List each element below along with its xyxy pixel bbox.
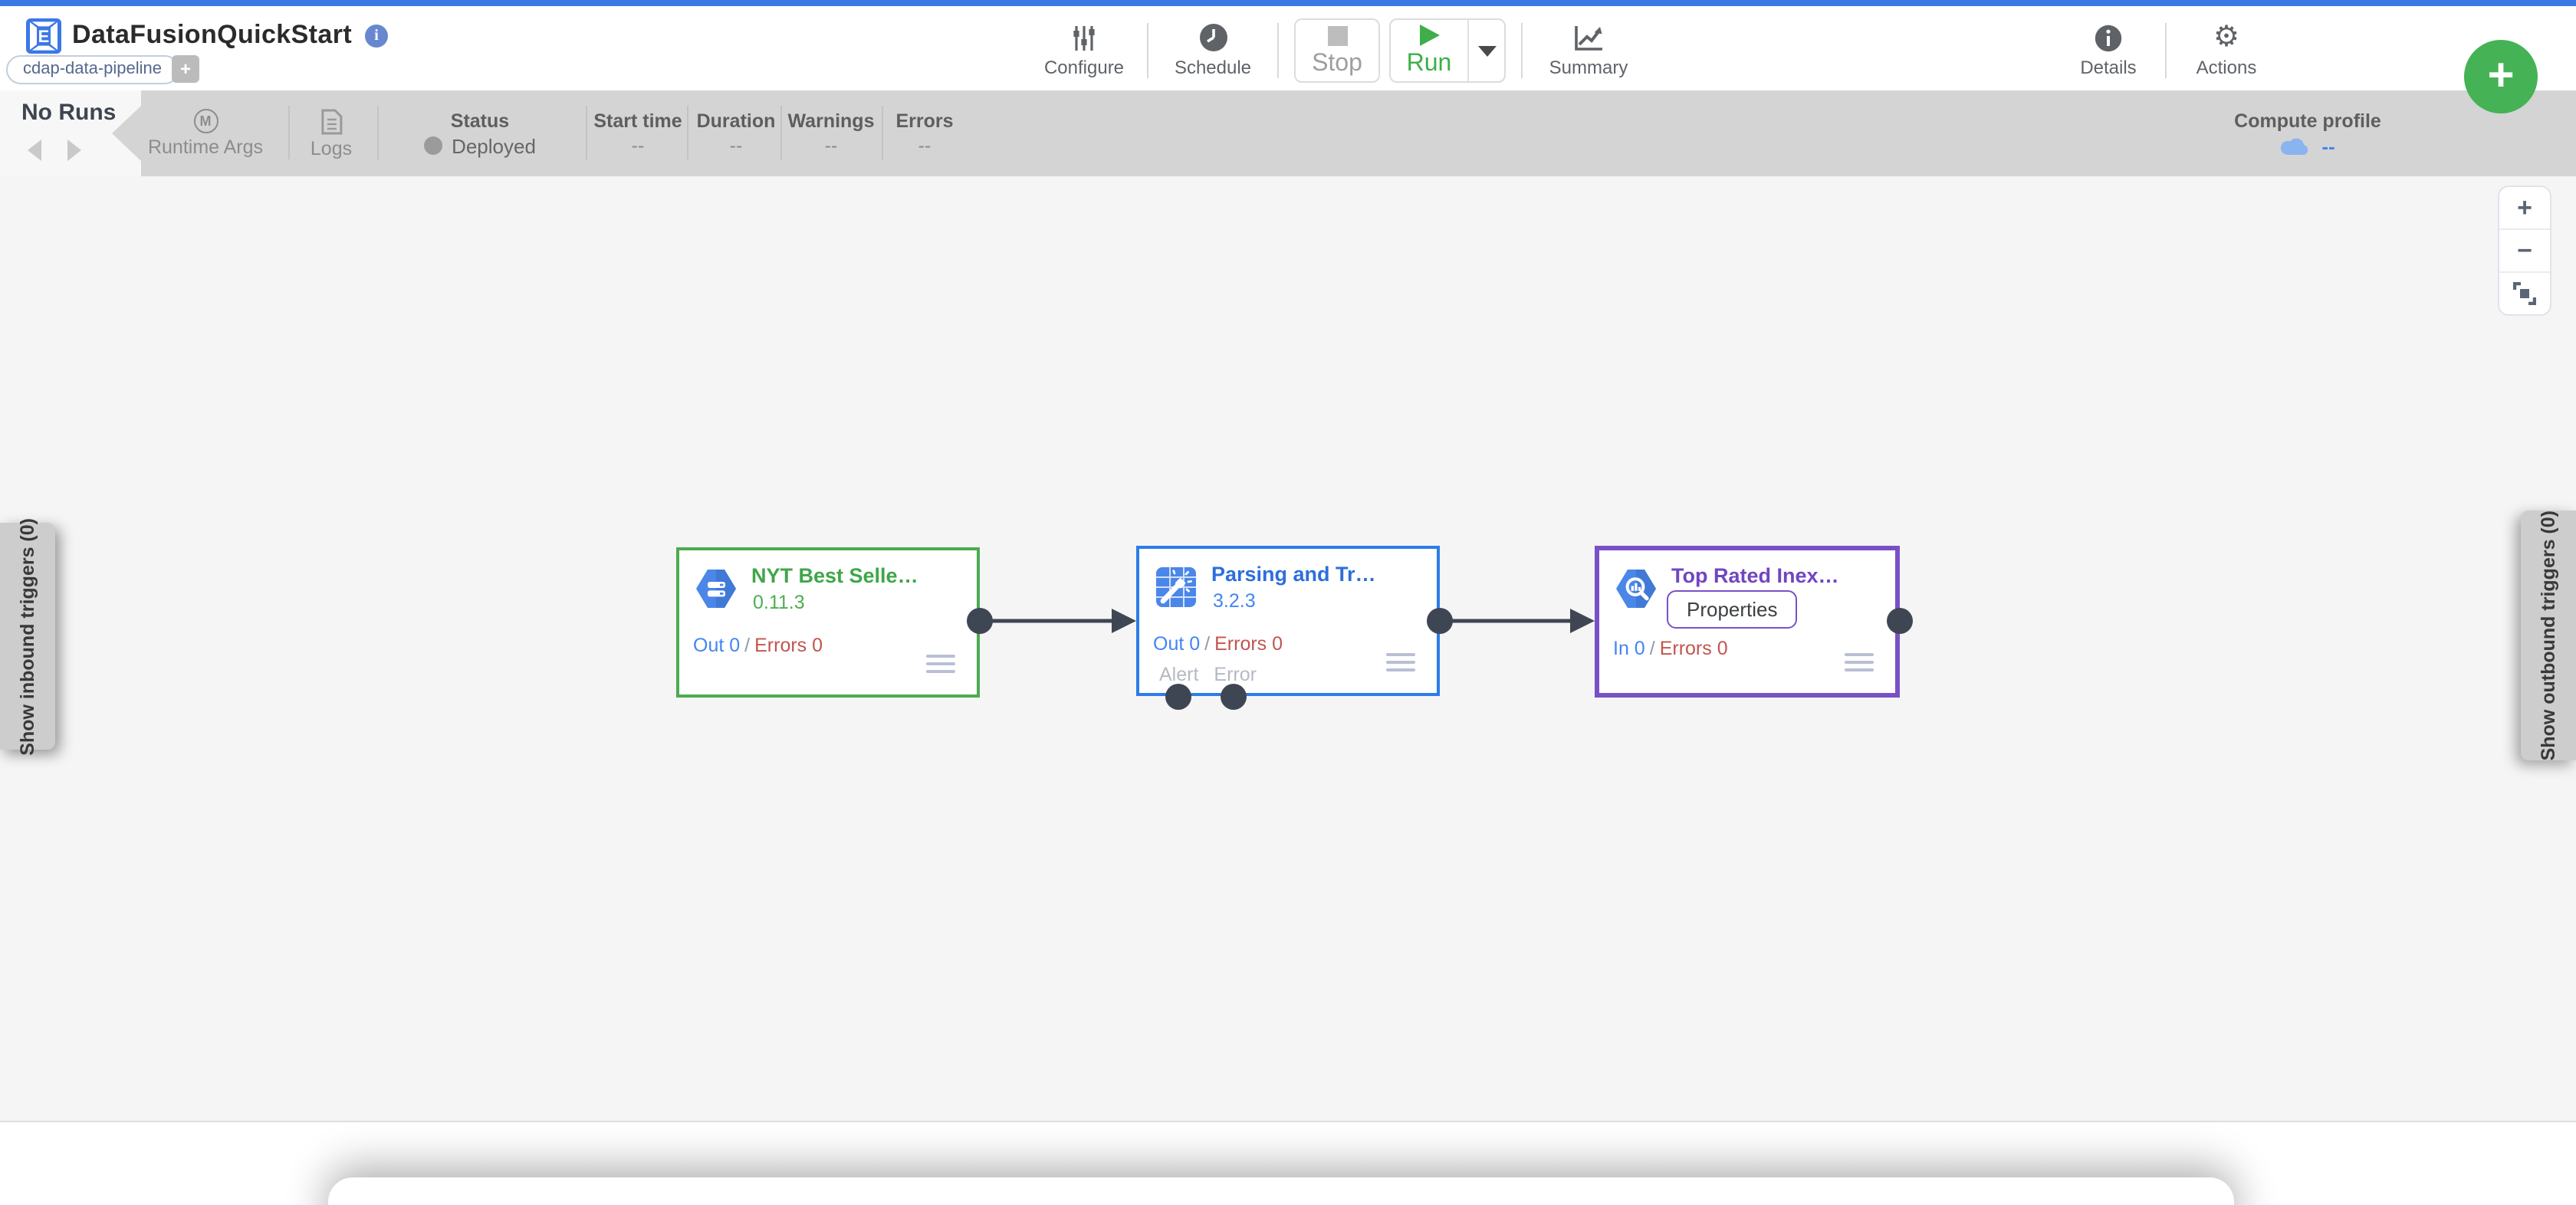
datastore-source-icon: [696, 570, 736, 608]
header: E DataFusionQuickStart i cdap-data-pipel…: [0, 6, 2576, 90]
run-button-group: Run: [1389, 18, 1506, 83]
details-button[interactable]: Details: [2067, 24, 2150, 77]
node-version: 0.11.3: [753, 592, 805, 613]
duration-cell: Duration --: [696, 110, 776, 156]
status-value: Deployed: [452, 134, 536, 157]
node-menu-icon[interactable]: [1386, 653, 1415, 671]
error-port-label: Error: [1214, 664, 1257, 685]
warnings-cell: Warnings --: [787, 110, 875, 156]
runbar-divider: [882, 106, 883, 159]
configure-button[interactable]: Configure: [1037, 24, 1132, 77]
run-button[interactable]: Run: [1391, 20, 1467, 81]
node-menu-icon[interactable]: [1845, 653, 1874, 671]
summary-button[interactable]: Summary: [1538, 24, 1639, 77]
bottom-drawer-shadow: [328, 1177, 2234, 1205]
error-port[interactable]: [1221, 684, 1247, 710]
clock-icon: [1199, 24, 1227, 51]
fit-to-screen-icon: [2513, 282, 2536, 305]
zoom-out-button[interactable]: −: [2499, 228, 2550, 271]
node-port-labels: Alert Error: [1159, 664, 1257, 685]
sliders-icon: [1073, 25, 1095, 50]
cloud-icon: [2281, 137, 2308, 155]
bigquery-sink-icon: [1616, 570, 1656, 608]
svg-text:E: E: [38, 27, 50, 46]
node-title: Parsing and Tr…: [1211, 563, 1376, 586]
bottom-area: [0, 1122, 2576, 1205]
toolbar-divider: [1277, 23, 1279, 78]
document-icon: [320, 108, 342, 134]
status-cell: Status Deployed: [424, 90, 536, 176]
node-top-rated-inexpensive[interactable]: Top Rated Inex… Properties In 0/Errors 0: [1595, 546, 1900, 698]
zoom-in-button[interactable]: +: [2517, 192, 2532, 222]
actions-button[interactable]: ⚙ Actions: [2196, 21, 2257, 77]
play-icon: [1420, 25, 1440, 46]
pipeline-info-icon[interactable]: i: [365, 25, 388, 48]
node-title: Top Rated Inex…: [1671, 564, 1839, 587]
pipeline-type-chip: cdap-data-pipeline: [6, 55, 179, 84]
outbound-triggers-tab[interactable]: Show outbound triggers (0): [2521, 511, 2576, 760]
cdap-logo-icon: E: [26, 18, 61, 54]
pipeline-title: DataFusionQuickStart: [72, 20, 353, 49]
pipeline-toolbar: Configure Schedule Stop: [1037, 15, 1639, 86]
runs-tab-notch: [112, 106, 141, 161]
alert-port-label: Alert: [1159, 664, 1199, 685]
errors-cell: Errors --: [895, 110, 954, 156]
add-button[interactable]: +: [2464, 40, 2538, 113]
runbar-divider: [687, 106, 688, 159]
node-parsing-and-transformation[interactable]: Parsing and Tr… 3.2.3 Out 0/Errors 0 Ale…: [1136, 546, 1440, 696]
node-metrics: Out 0/Errors 0: [1153, 633, 1283, 655]
transform-out-port[interactable]: [1427, 608, 1453, 634]
top-accent-bar: [0, 0, 2576, 6]
runs-count-label: No Runs: [21, 100, 117, 126]
start-time-cell: Start time --: [593, 110, 682, 156]
node-metrics: In 0/Errors 0: [1613, 638, 1728, 659]
runs-tab: No Runs: [0, 90, 141, 176]
wrangler-transform-icon: [1156, 567, 1196, 607]
node-metrics: Out 0/Errors 0: [693, 635, 823, 656]
canvas-zoom-controls: + −: [2498, 186, 2551, 316]
runbar-divider: [288, 106, 290, 159]
node-menu-icon[interactable]: [926, 655, 955, 673]
logs-button[interactable]: Logs: [310, 90, 352, 176]
status-dot-icon: [424, 136, 443, 155]
add-tag-button[interactable]: +: [172, 55, 199, 83]
node-title: NYT Best Selle…: [751, 564, 918, 587]
node-properties-button[interactable]: Properties: [1667, 590, 1798, 629]
runbar-divider: [377, 106, 379, 159]
stop-button[interactable]: Stop: [1294, 18, 1380, 83]
run-nav: [28, 140, 81, 161]
inbound-triggers-tab[interactable]: Show inbound triggers (0): [0, 517, 55, 755]
sink-out-port[interactable]: [1887, 608, 1913, 634]
compute-profile-cell[interactable]: Compute profile --: [2234, 110, 2381, 157]
chevron-down-icon: [1477, 45, 1496, 56]
source-out-port[interactable]: [967, 608, 993, 634]
gear-icon: ⚙: [2213, 21, 2240, 53]
chart-icon: [1575, 25, 1602, 50]
toolbar-divider: [1521, 23, 1523, 78]
toolbar-divider: [2165, 23, 2167, 78]
node-nyt-best-sellers[interactable]: NYT Best Selle… 0.11.3 Out 0/Errors 0: [676, 547, 980, 698]
toolbar-divider: [1147, 23, 1148, 78]
stop-icon: [1327, 25, 1347, 45]
runtime-args-button[interactable]: M Runtime Args: [148, 90, 263, 176]
info-icon: [2095, 24, 2122, 51]
next-run-button[interactable]: [67, 140, 81, 161]
compute-profile-value: --: [2321, 134, 2335, 157]
run-options-button[interactable]: [1467, 20, 1504, 81]
run-status-bar: No Runs M Runtime Args Logs Status: [0, 90, 2576, 176]
fit-to-screen-button[interactable]: [2499, 271, 2550, 314]
macro-icon: M: [193, 109, 218, 133]
runbar-divider: [586, 106, 587, 159]
secondary-toolbar: Details ⚙ Actions: [2067, 15, 2271, 86]
alert-port[interactable]: [1165, 684, 1191, 710]
previous-run-button[interactable]: [28, 140, 41, 161]
node-version: 3.2.3: [1213, 590, 1256, 612]
schedule-button[interactable]: Schedule: [1164, 23, 1262, 78]
runbar-divider: [780, 106, 782, 159]
